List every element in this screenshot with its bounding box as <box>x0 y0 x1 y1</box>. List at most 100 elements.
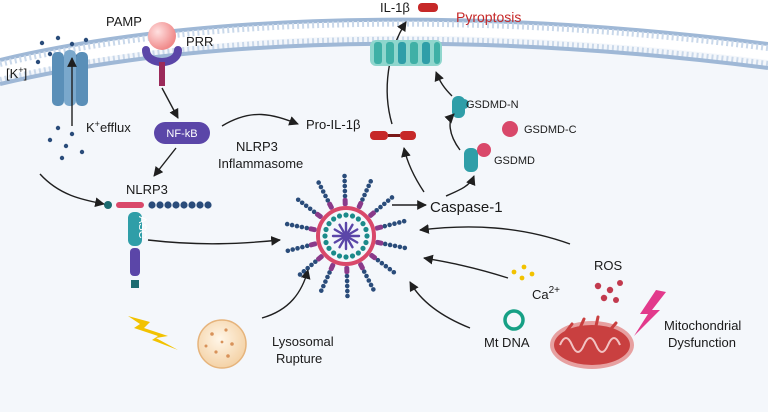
inflammasome-spoke-dot <box>316 180 321 185</box>
pamp-ball-icon <box>148 22 176 50</box>
inflammasome-teal-dot <box>326 221 332 227</box>
inflammasome-teal-dot <box>336 253 343 259</box>
inflammasome-spoke-dot <box>366 183 371 189</box>
inflammasome-teal-dot <box>360 245 366 251</box>
lysosome-label-line1: Lysosomal <box>272 334 334 349</box>
nfkb-box-icon: NF-kB <box>154 122 210 144</box>
calcium-icon <box>511 264 535 281</box>
inflammasome-spoke-block <box>308 226 317 233</box>
potassium-dots-inside <box>47 125 85 161</box>
inflammasome-spoke-dot <box>299 200 305 206</box>
inflammasome-spoke-dot <box>289 222 295 228</box>
inflammasome-spoke-dot <box>371 287 376 292</box>
inflammasome-spoke-dot <box>387 242 393 248</box>
inflammasome-title-line2: Inflammasome <box>218 156 303 171</box>
inflammasome-title-line1: NLRP3 <box>236 139 278 154</box>
inflammasome-spoke-dot <box>295 197 301 203</box>
inflammasome-spoke-dot <box>342 193 348 199</box>
inflammasome-spoke-dot <box>345 288 350 294</box>
inflammasome-teal-dot <box>331 216 337 222</box>
inflammasome-spoke-dot <box>379 260 385 266</box>
inflammasome-spoke-dot <box>342 188 348 194</box>
inflammasome-spoke-block <box>369 252 377 261</box>
inflammasome-teal-dot <box>323 226 329 233</box>
caspase1-label: Caspase-1 <box>430 199 503 216</box>
inflammasome-spoke-dot <box>378 204 383 210</box>
inflammasome-spoke-dot <box>401 218 407 224</box>
ros-label: ROS <box>594 258 623 273</box>
inflammasome-spoke-dot <box>392 243 398 249</box>
calcium-label: Ca2+ <box>532 285 560 302</box>
inflammasome-spoke-dot <box>297 272 303 277</box>
gsdmd-icon <box>464 143 491 172</box>
prr-label: PRR <box>186 34 213 49</box>
inflammasome-spoke-dot <box>299 224 305 230</box>
mito-label-line2: Dysfunction <box>668 335 736 350</box>
inflammasome-spoke-dot <box>309 262 314 268</box>
inflammasome-spoke-dot <box>368 282 374 288</box>
inflammasome-spoke-dot <box>397 244 403 250</box>
inflammasome-spoke-block <box>374 224 384 231</box>
inflammasome-spoke-block <box>327 201 334 210</box>
inflammasome-spoke-dot <box>387 266 393 272</box>
inflammasome-spoke-dot <box>344 273 350 279</box>
lysosome-label-line2: Rupture <box>276 351 322 366</box>
pro-il1b-label: Pro-IL-1β <box>306 117 360 132</box>
inflammasome-spoke-block <box>308 241 318 248</box>
inflammasome-teal-dot <box>360 221 366 227</box>
inflammasome-spoke-block <box>358 262 365 271</box>
lightning-icon <box>128 316 178 350</box>
inflammasome-spoke-dot <box>344 283 350 289</box>
inflammasome-spoke-dot <box>303 203 309 209</box>
inflammasome-teal-dot <box>331 250 337 256</box>
inflammasome-teal-dot <box>364 233 370 239</box>
inflammasome-spoke-dot <box>320 189 326 194</box>
inflammasome-spoke-dot <box>392 221 397 226</box>
inflammasome-spoke-dot <box>295 246 300 251</box>
inflammasome-spoke-dot <box>323 279 328 284</box>
inflammasome-spoke-dot <box>345 293 350 299</box>
mtdna-icon <box>503 309 525 331</box>
inflammasome-icon <box>284 173 408 299</box>
inflammasome-spoke-block <box>315 211 323 220</box>
inflammasome-core <box>342 232 350 240</box>
il1b-icon <box>418 3 438 12</box>
inflammasome-teal-dot <box>349 253 356 259</box>
inflammasome-teal-dot <box>326 245 332 251</box>
cell-membrane <box>0 17 768 412</box>
inflammasome-spoke-dot <box>284 221 290 227</box>
inflammasome-spoke-block <box>344 265 350 275</box>
inflammasome-spoke-dot <box>304 243 310 249</box>
gsdmd-n-icon <box>452 96 469 118</box>
inflammasome-spoke-dot <box>342 178 347 184</box>
inflammasome-spoke-dot <box>375 257 381 263</box>
pro-il1b-icon <box>370 131 416 140</box>
inflammasome-spoke-dot <box>389 195 395 200</box>
inflammasome-spoke-dot <box>305 265 310 271</box>
mitochondrion-icon <box>550 315 634 369</box>
pamp-label: PAMP <box>106 14 142 29</box>
inflammasome-spoke-dot <box>342 183 348 189</box>
inflammasome-teal-dot <box>336 213 343 219</box>
nfkb-label: NF-kB <box>166 128 197 140</box>
inflammasome-teal-dot <box>349 213 356 219</box>
inflammasome-spoke-dot <box>382 201 387 207</box>
inflammasome-spoke-dot <box>387 222 392 228</box>
inflammasome-teal-dot <box>323 239 329 246</box>
inflammasome-spoke-dot <box>311 209 317 215</box>
inflammasome-spoke-dot <box>361 269 367 274</box>
inflammasome-spoke-dot <box>364 188 369 193</box>
gsdmd-c-label: GSDMD-C <box>524 124 577 136</box>
inflammasome-spoke-block <box>328 262 336 272</box>
gsdmd-label: GSDMD <box>494 155 535 167</box>
inflammasome-spoke-dot <box>327 270 332 275</box>
inflammasome-spoke-dot <box>374 208 379 213</box>
inflammasome-spoke-dot <box>344 278 350 284</box>
inflammasome-teal-dot <box>355 250 361 256</box>
pink-lightning-icon <box>634 290 666 336</box>
inflammasome-spoke-dot <box>313 259 318 264</box>
inflammasome-spoke-dot <box>342 173 347 179</box>
lysosome-icon <box>197 319 247 369</box>
inflammasome-spoke-dot <box>294 223 300 229</box>
mtdna-label: Mt DNA <box>484 335 530 350</box>
